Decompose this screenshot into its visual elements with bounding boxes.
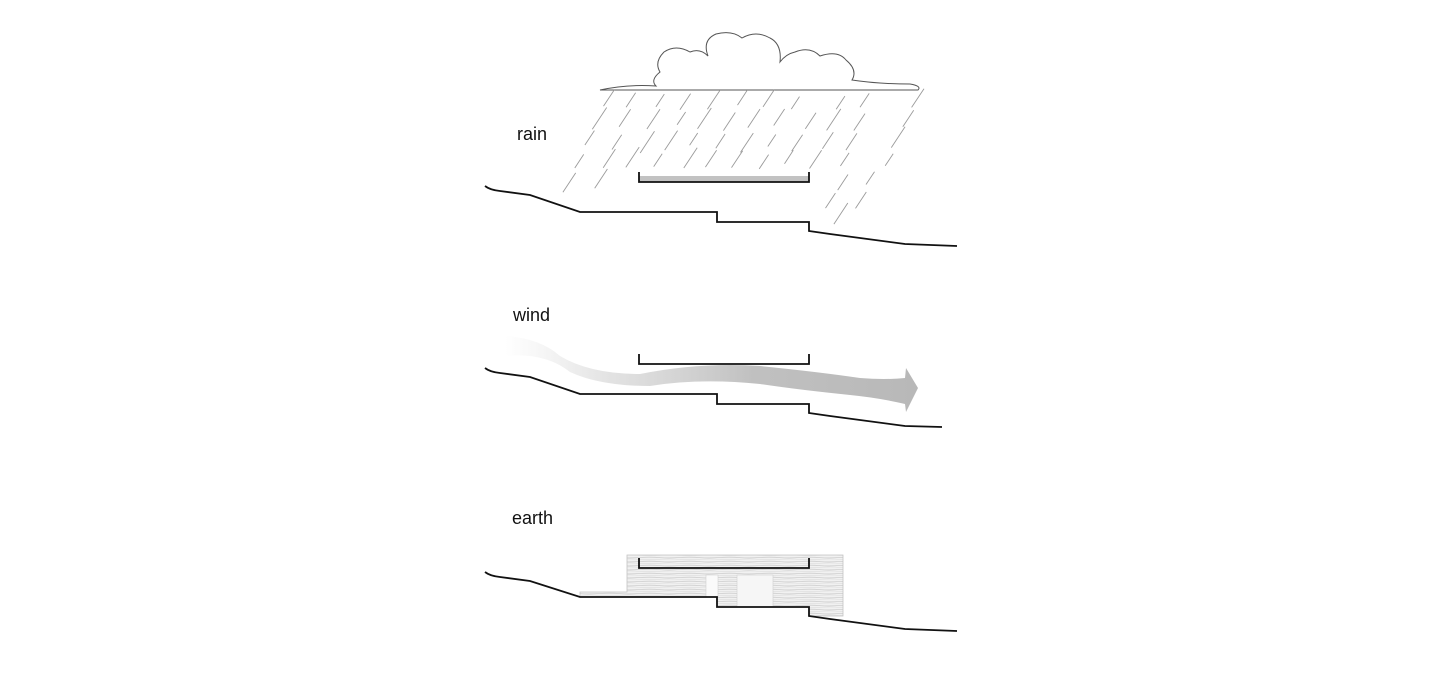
rain-streak — [723, 112, 736, 131]
rain-streak — [737, 90, 748, 106]
rain-streak — [707, 90, 721, 110]
rain-streak — [865, 171, 875, 185]
rain-streak — [833, 202, 849, 225]
rain-streak — [603, 88, 616, 107]
rain-streak — [809, 150, 822, 169]
rain-roof-basin — [638, 172, 810, 183]
rain-streak — [845, 133, 858, 151]
rain-streak — [602, 148, 616, 168]
rain-streak — [679, 93, 691, 110]
earth-opening-large — [736, 574, 774, 608]
rain-streak — [664, 130, 678, 151]
rain-streak — [639, 131, 655, 154]
rain-streak — [804, 112, 817, 130]
rain-streak — [697, 107, 712, 130]
rain-streak — [884, 153, 894, 167]
rain-streak — [790, 96, 800, 110]
rain-streak — [837, 174, 849, 191]
rain-streak — [825, 192, 836, 209]
rain-streak — [853, 113, 866, 131]
rain-ground-profile — [484, 185, 958, 247]
rain-streak — [747, 108, 761, 128]
rain-panel: rain — [484, 32, 958, 247]
rain-streak — [618, 108, 631, 127]
rain-streak — [683, 147, 698, 169]
rain-streak — [591, 107, 608, 130]
rain-streak — [767, 134, 777, 147]
rain-streak — [890, 126, 906, 148]
rain-streak — [740, 132, 754, 153]
rain-streak — [784, 150, 794, 164]
rain-streak — [625, 92, 636, 108]
rain-streak — [705, 149, 717, 168]
rain-streak — [773, 108, 785, 126]
rain-streak — [826, 108, 842, 131]
rain-streak — [840, 152, 850, 167]
rain-streak — [562, 172, 577, 193]
rain-streak — [689, 132, 699, 146]
earth-roof-bracket — [638, 558, 810, 569]
rain-streak — [762, 89, 775, 108]
rain-streak — [715, 133, 726, 149]
rain-streak — [594, 168, 608, 189]
rain-streak — [653, 153, 663, 167]
rain-streak — [611, 134, 623, 150]
collected-water — [639, 176, 809, 182]
rain-streak — [646, 108, 661, 130]
rain-streaks — [562, 88, 925, 225]
earth-opening-small — [705, 574, 719, 598]
rain-streak — [574, 154, 585, 169]
rain-streak — [902, 110, 915, 128]
rain-label: rain — [517, 124, 547, 144]
rain-streak — [822, 131, 834, 150]
rain-streak — [758, 154, 769, 170]
wind-roof-bracket — [638, 354, 810, 365]
earth-ground-profile — [484, 571, 958, 632]
wind-panel: wind — [484, 305, 943, 428]
rain-streak — [625, 146, 640, 168]
earth-panel: earth — [484, 508, 958, 632]
rain-streak — [835, 95, 846, 110]
rain-streak — [859, 93, 870, 108]
wind-ground-profile — [484, 367, 943, 428]
rain-streak — [911, 88, 925, 108]
rain-streak — [731, 150, 744, 168]
rain-streak — [676, 111, 686, 126]
cloud-icon — [599, 32, 920, 91]
wind-arrow-icon — [505, 336, 918, 412]
rain-streak — [791, 134, 803, 152]
wind-label: wind — [512, 305, 550, 325]
rain-streak — [584, 130, 595, 146]
rain-streak — [855, 191, 867, 209]
rain-streak — [655, 93, 665, 108]
earth-label: earth — [512, 508, 553, 528]
